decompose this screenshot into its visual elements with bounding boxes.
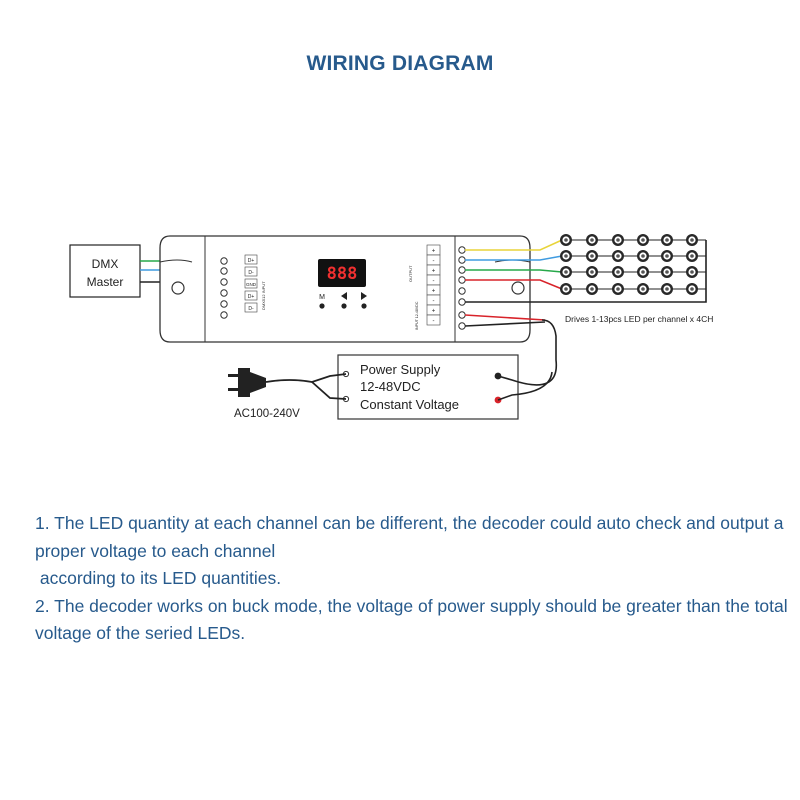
- led-chip-icon: [686, 266, 698, 278]
- button-m[interactable]: [319, 303, 325, 309]
- led-chip-icon: [661, 250, 673, 262]
- wire-ch4-red: [465, 279, 563, 290]
- led-chip-icon: [637, 283, 649, 295]
- wire-ch2-blue: [465, 255, 563, 261]
- led-chip-icon: [686, 283, 698, 295]
- input-side-label: INPUT 12-48VDC: [415, 301, 419, 330]
- output-terminal-label: -: [433, 319, 435, 325]
- dmx-terminal-label: D-: [248, 270, 254, 276]
- wire-ch3-green: [465, 269, 563, 273]
- led-matrix: [560, 234, 706, 295]
- power-supply-line-3: Constant Voltage: [360, 397, 459, 412]
- notes-section: 1. The LED quantity at each channel can …: [35, 510, 795, 648]
- led-chip-icon: [612, 250, 624, 262]
- dmx-terminal-screws: [220, 257, 228, 319]
- led-chip-icon: [612, 283, 624, 295]
- decoder-unit: D+ D- GND D+ D- DMX512 INPUT 888 M OUTPU…: [159, 235, 531, 343]
- power-supply-line-2: 12-48VDC: [360, 379, 421, 394]
- output-terminal-label: +: [432, 249, 436, 255]
- led-chip-icon: [612, 234, 624, 246]
- led-chip-icon: [560, 266, 572, 278]
- button-right[interactable]: [361, 303, 367, 309]
- output-terminal-label: -: [433, 259, 435, 265]
- dmx-terminal-labels: D+ D- GND D+ D- DMX512 INPUT: [244, 254, 266, 313]
- led-chip-icon: [661, 234, 673, 246]
- button-m-label: M: [319, 294, 325, 301]
- output-terminal-labels: OUTPUT INPUT 12-48VDC: [408, 265, 419, 330]
- dmx-master-label-1: DMX: [92, 257, 119, 271]
- led-chip-icon: [637, 250, 649, 262]
- power-supply-line-1: Power Supply: [360, 362, 441, 377]
- output-terminal-label: -: [433, 299, 435, 305]
- output-terminal-label: +: [432, 289, 436, 295]
- dmx-input-side-label: DMX512 INPUT: [261, 281, 266, 310]
- led-chip-icon: [612, 266, 624, 278]
- button-left[interactable]: [341, 303, 347, 309]
- display-digits: 888: [327, 264, 358, 284]
- led-chip-icon: [560, 283, 572, 295]
- dmx-master-label-2: Master: [87, 275, 124, 289]
- dmx-terminal-label: GND: [246, 282, 257, 287]
- led-chip-icon: [586, 250, 598, 262]
- dmx-terminal-label: D-: [248, 306, 254, 312]
- dmx-terminal-label: D+: [248, 258, 255, 264]
- output-wires: [464, 239, 707, 327]
- mount-hole-left: [171, 281, 185, 295]
- dmx-master-box: DMX Master: [69, 244, 141, 298]
- mount-hole-right: [511, 281, 525, 295]
- led-chip-icon: [637, 234, 649, 246]
- output-terminal-label: +: [432, 269, 436, 275]
- wire-ch1-yellow: [465, 239, 563, 251]
- wire-input-black: [464, 321, 546, 327]
- led-chip-icon: [560, 250, 572, 262]
- led-display: 888: [318, 259, 366, 287]
- led-chip-icon: [637, 266, 649, 278]
- note-1: 1. The LED quantity at each channel can …: [35, 513, 784, 588]
- page-title: WIRING DIAGRAM: [306, 52, 494, 75]
- note-2: 2. The decoder works on buck mode, the v…: [35, 595, 793, 644]
- wiring-diagram: DMX Master D+ D- GND: [69, 234, 713, 420]
- led-chip-icon: [586, 234, 598, 246]
- wire-common-black: [465, 240, 707, 303]
- led-chip-icon: [661, 283, 673, 295]
- left-arrow-icon: [341, 292, 347, 300]
- led-drive-label: Drives 1-13pcs LED per channel x 4CH: [565, 314, 713, 324]
- led-chip-icon: [686, 250, 698, 262]
- output-terminal-blocks: + - + - + - + -: [426, 244, 441, 326]
- ac-plug-icon: [228, 368, 347, 400]
- wire-input-red: [464, 314, 546, 321]
- led-chip-icon: [661, 266, 673, 278]
- output-terminal-label: +: [432, 309, 436, 315]
- led-chip-icon: [586, 266, 598, 278]
- dmx-terminal-label: D+: [248, 294, 255, 300]
- ps-to-decoder-cable: [497, 319, 558, 401]
- right-arrow-icon: [361, 292, 367, 300]
- output-terminal-label: -: [433, 279, 435, 285]
- led-chip-icon: [586, 283, 598, 295]
- power-supply-box: Power Supply 12-48VDC Constant Voltage: [337, 354, 519, 420]
- ac-voltage-label: AC100-240V: [234, 408, 300, 420]
- led-chip-icon: [560, 234, 572, 246]
- led-chip-icon: [686, 234, 698, 246]
- output-side-label: OUTPUT: [408, 265, 413, 282]
